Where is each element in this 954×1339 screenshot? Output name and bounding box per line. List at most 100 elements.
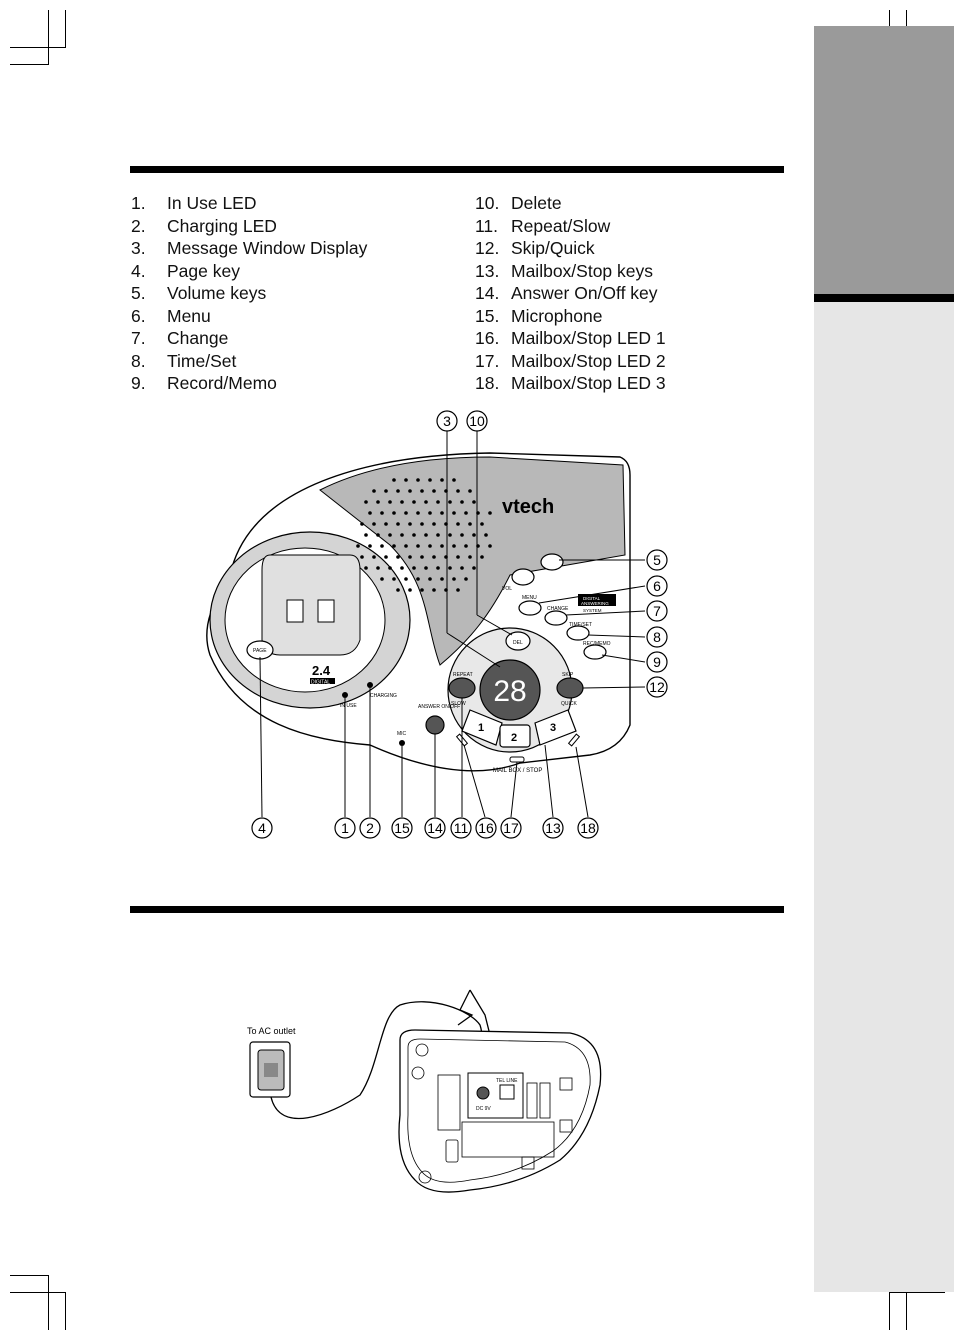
speaker-hole (420, 522, 424, 526)
legend-item: 14.Answer On/Off key (475, 282, 666, 305)
speaker-hole (452, 511, 456, 515)
speaker-hole (424, 533, 428, 537)
svg-text:4: 4 (258, 820, 266, 836)
svg-text:DIGITAL: DIGITAL (583, 596, 601, 601)
side-tab-divider (814, 294, 954, 302)
svg-text:MENU: MENU (522, 595, 537, 601)
speaker-hole (480, 522, 484, 526)
speaker-hole (384, 555, 388, 559)
speaker-hole (440, 478, 444, 482)
crop-mark (889, 1292, 890, 1330)
svg-text:3: 3 (550, 722, 556, 734)
speaker-hole (404, 478, 408, 482)
mailbox-key-1 (461, 709, 503, 746)
speaker-hole (376, 500, 380, 504)
svg-text:9: 9 (653, 654, 661, 670)
legend-item: 2.Charging LED (131, 215, 367, 238)
speaker-hole (464, 544, 468, 548)
speaker-hole (464, 511, 468, 515)
speaker-hole (472, 500, 476, 504)
speaker-hole (436, 533, 440, 537)
callout-16: 16 (475, 817, 497, 839)
change-key (544, 610, 568, 626)
svg-text:2: 2 (511, 732, 517, 744)
speaker-hole (380, 511, 384, 515)
speaker-hole (372, 555, 376, 559)
svg-text:ANSWERING: ANSWERING (581, 601, 609, 606)
leader-lines (259, 431, 646, 818)
legend-item: 3.Message Window Display (131, 237, 367, 260)
speaker-hole (460, 500, 464, 504)
speaker-hole (424, 566, 428, 570)
legend-number: 2. (131, 215, 146, 236)
side-tab-header (814, 26, 954, 294)
callout-8: 8 (646, 626, 668, 648)
legend-item: 5.Volume keys (131, 282, 367, 305)
svg-text:8: 8 (653, 629, 661, 645)
svg-text:13: 13 (545, 820, 561, 836)
speaker-hole (392, 478, 396, 482)
svg-text:TIME/SET: TIME/SET (569, 622, 592, 628)
legend-number: 9. (131, 373, 146, 393)
speaker-hole (360, 555, 364, 559)
svg-text:PAGE: PAGE (253, 648, 267, 654)
speaker-grille (356, 478, 492, 592)
callout-2: 2 (359, 817, 381, 839)
speaker-hole (464, 577, 468, 581)
speaker-hole (428, 478, 432, 482)
speaker-hole (468, 555, 472, 559)
crop-mark (10, 64, 49, 65)
callout-6: 6 (646, 575, 668, 597)
repeat-slow-key (448, 677, 476, 699)
legend-label: Skip/Quick (511, 238, 595, 258)
legend-number: 10. (475, 193, 500, 213)
callout-1: 1 (334, 817, 356, 839)
callout-7: 7 (646, 600, 668, 622)
speaker-hole (384, 522, 388, 526)
legend-label: Volume keys (167, 283, 267, 303)
legend-number: 16. (475, 328, 500, 348)
phone-base-diagram: 2.4 DIGITAL PAGE IN USE CHARGING vtech V… (206, 410, 668, 839)
speaker-hole (420, 489, 424, 493)
svg-text:10: 10 (469, 413, 485, 429)
legend-item: 13.Mailbox/Stop keys (475, 260, 666, 283)
speaker-hole (388, 533, 392, 537)
speaker-hole (388, 566, 392, 570)
speaker-hole (404, 577, 408, 581)
legend-item: 8.Time/Set (131, 350, 367, 373)
speaker-hole (428, 577, 432, 581)
legend-item: 4.Page key (131, 260, 367, 283)
legend-item: 17.Mailbox/Stop LED 2 (475, 350, 666, 373)
speaker-hole (364, 566, 368, 570)
svg-text:18: 18 (580, 820, 596, 836)
speaker-hole (452, 544, 456, 548)
speaker-hole (408, 489, 412, 493)
callout-3: 3 (436, 410, 458, 432)
side-tab-body (814, 302, 954, 1292)
speaker-hole (452, 478, 456, 482)
legend-number: 18. (475, 373, 500, 393)
callout-13: 13 (542, 817, 564, 839)
svg-text:SYSTEM: SYSTEM (583, 608, 602, 613)
speaker-hole (372, 522, 376, 526)
installation-diagram: To AC outlet DC 9V TEL LINE (247, 989, 602, 1193)
speaker-hole (416, 511, 420, 515)
svg-text:MIC: MIC (397, 731, 407, 737)
speaker-hole (432, 555, 436, 559)
callout-9: 9 (646, 651, 668, 673)
mailbox-led-2 (509, 756, 525, 763)
mailbox-key-3 (534, 709, 577, 746)
legend-number: 12. (475, 238, 500, 258)
legend-number: 6. (131, 305, 146, 326)
legend-label: Answer On/Off key (511, 283, 658, 303)
legend-label: Record/Memo (167, 373, 277, 393)
svg-text:REC/MEMO: REC/MEMO (583, 641, 611, 647)
time-set-key (566, 625, 590, 641)
volume-down-key (511, 568, 535, 586)
rec-memo-key (583, 644, 607, 660)
legend-label: In Use LED (167, 193, 257, 213)
legend-label: Repeat/Slow (511, 215, 611, 236)
svg-text:5: 5 (653, 552, 661, 568)
microphone (399, 740, 405, 746)
